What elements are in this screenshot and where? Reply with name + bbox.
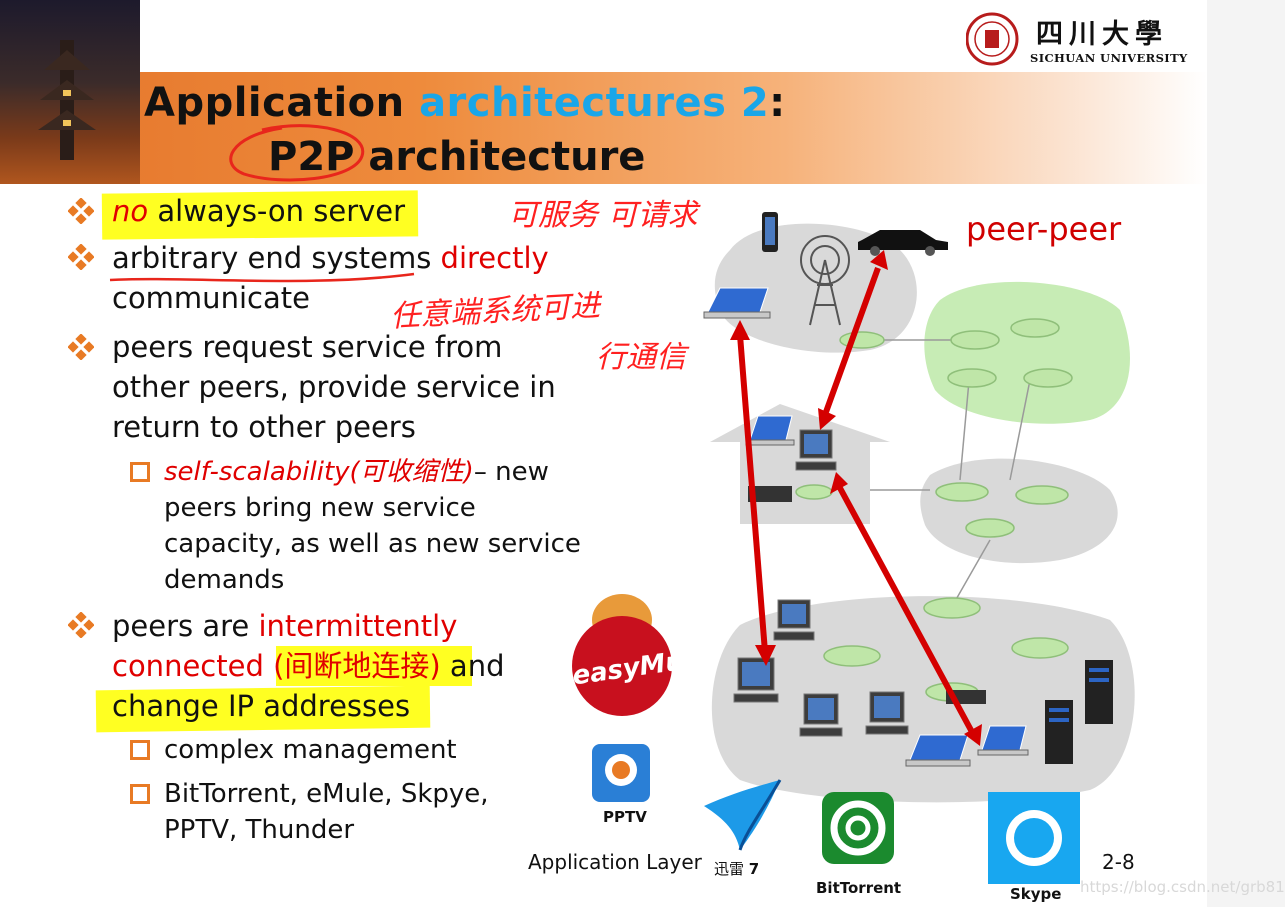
regional-network-cloud xyxy=(920,458,1118,564)
bittorrent-logo xyxy=(822,792,894,864)
bittorrent-label: BitTorrent xyxy=(816,879,902,897)
sub-examples-2: PPTV, Thunder xyxy=(164,815,355,845)
slide: Application architectures 2: P2P archite… xyxy=(0,0,1207,903)
peer-connection-arrows xyxy=(730,250,982,746)
pagoda-picture xyxy=(0,0,140,184)
easymule-logo xyxy=(572,594,672,716)
wifi-router-icon xyxy=(748,486,792,502)
sichuan-university-logo xyxy=(966,12,1019,66)
sub-examples: BitTorrent, eMule, Skpye, xyxy=(164,779,489,809)
sub-self-scalability-4: demands xyxy=(164,565,285,595)
thunder-label: 迅雷 7 xyxy=(714,860,760,878)
router-group xyxy=(795,318,1073,702)
sub-complex-management: complex management xyxy=(164,735,457,765)
p2p-circle-annotation xyxy=(229,124,365,182)
square-bullet-icon xyxy=(130,784,150,804)
viewer-right-margin xyxy=(1207,0,1285,907)
square-bullet-icon xyxy=(130,462,150,482)
bullet-no-server: no always-on server xyxy=(112,194,406,228)
underline-annotation xyxy=(109,272,415,283)
p2p-network-diagram xyxy=(703,212,1135,803)
handwritten-note-3: 行通信 xyxy=(596,340,686,375)
bullet-communicate: communicate xyxy=(112,281,310,315)
desktop-screens xyxy=(742,434,900,720)
cell-tower-icon xyxy=(800,235,850,326)
title-line-2: P2P architecture xyxy=(268,134,646,180)
pptv-logo xyxy=(592,744,650,802)
car-icon xyxy=(858,230,948,250)
logo-chinese-text: 四川大學 xyxy=(1036,19,1168,50)
peer-peer-label: peer-peer xyxy=(966,210,1122,248)
sub-self-scalability: self-scalability(可收缩性)– new xyxy=(164,457,549,487)
thunder-bird-logo xyxy=(704,779,782,851)
skype-label: Skype xyxy=(1010,885,1062,903)
skype-logo xyxy=(988,792,1080,884)
watermark-url: https://blog.csdn.net/grb819 xyxy=(1080,878,1285,896)
title-line-1: Application architectures 2: xyxy=(144,80,786,126)
isp-network-cloud xyxy=(924,281,1130,424)
bullet-peers-request-2: other peers, provide service in xyxy=(112,370,556,404)
diamond-bullet-icon xyxy=(68,334,94,360)
pptv-label: PPTV xyxy=(603,808,647,826)
square-bullet-icon xyxy=(130,740,150,760)
bullet-intermittent-2: connected (间断地连接) and xyxy=(112,649,505,683)
pagoda-icon xyxy=(38,40,96,160)
sub-self-scalability-2: peers bring new service xyxy=(164,493,476,523)
footer-application-layer: Application Layer xyxy=(528,850,702,874)
mobile-network-cloud xyxy=(714,223,917,353)
diamond-bullet-icon xyxy=(68,612,94,638)
diamond-bullet-icon xyxy=(68,198,94,224)
sub-self-scalability-3: capacity, as well as new service xyxy=(164,529,581,559)
bullet-peers-request-3: return to other peers xyxy=(112,410,416,444)
handwritten-note-2: 任意端系统可进 xyxy=(389,288,601,335)
logo-english-text: SICHUAN UNIVERSITY xyxy=(1030,51,1188,65)
bullet-change-ip: change IP addresses xyxy=(112,689,411,723)
highlight-connected xyxy=(276,646,472,686)
laptop-icons xyxy=(703,287,1029,767)
diamond-bullet-icon xyxy=(68,244,94,270)
page-number: 2-8 xyxy=(1102,850,1135,874)
bullet-intermittent: peers are intermittently xyxy=(112,609,458,643)
bullet-arbitrary: arbitrary end systems directly xyxy=(112,241,549,275)
title-band xyxy=(0,72,1207,184)
bullet-peers-request: peers request service from xyxy=(112,330,503,364)
handwritten-note-1: 可服务 可请求 xyxy=(508,198,698,233)
